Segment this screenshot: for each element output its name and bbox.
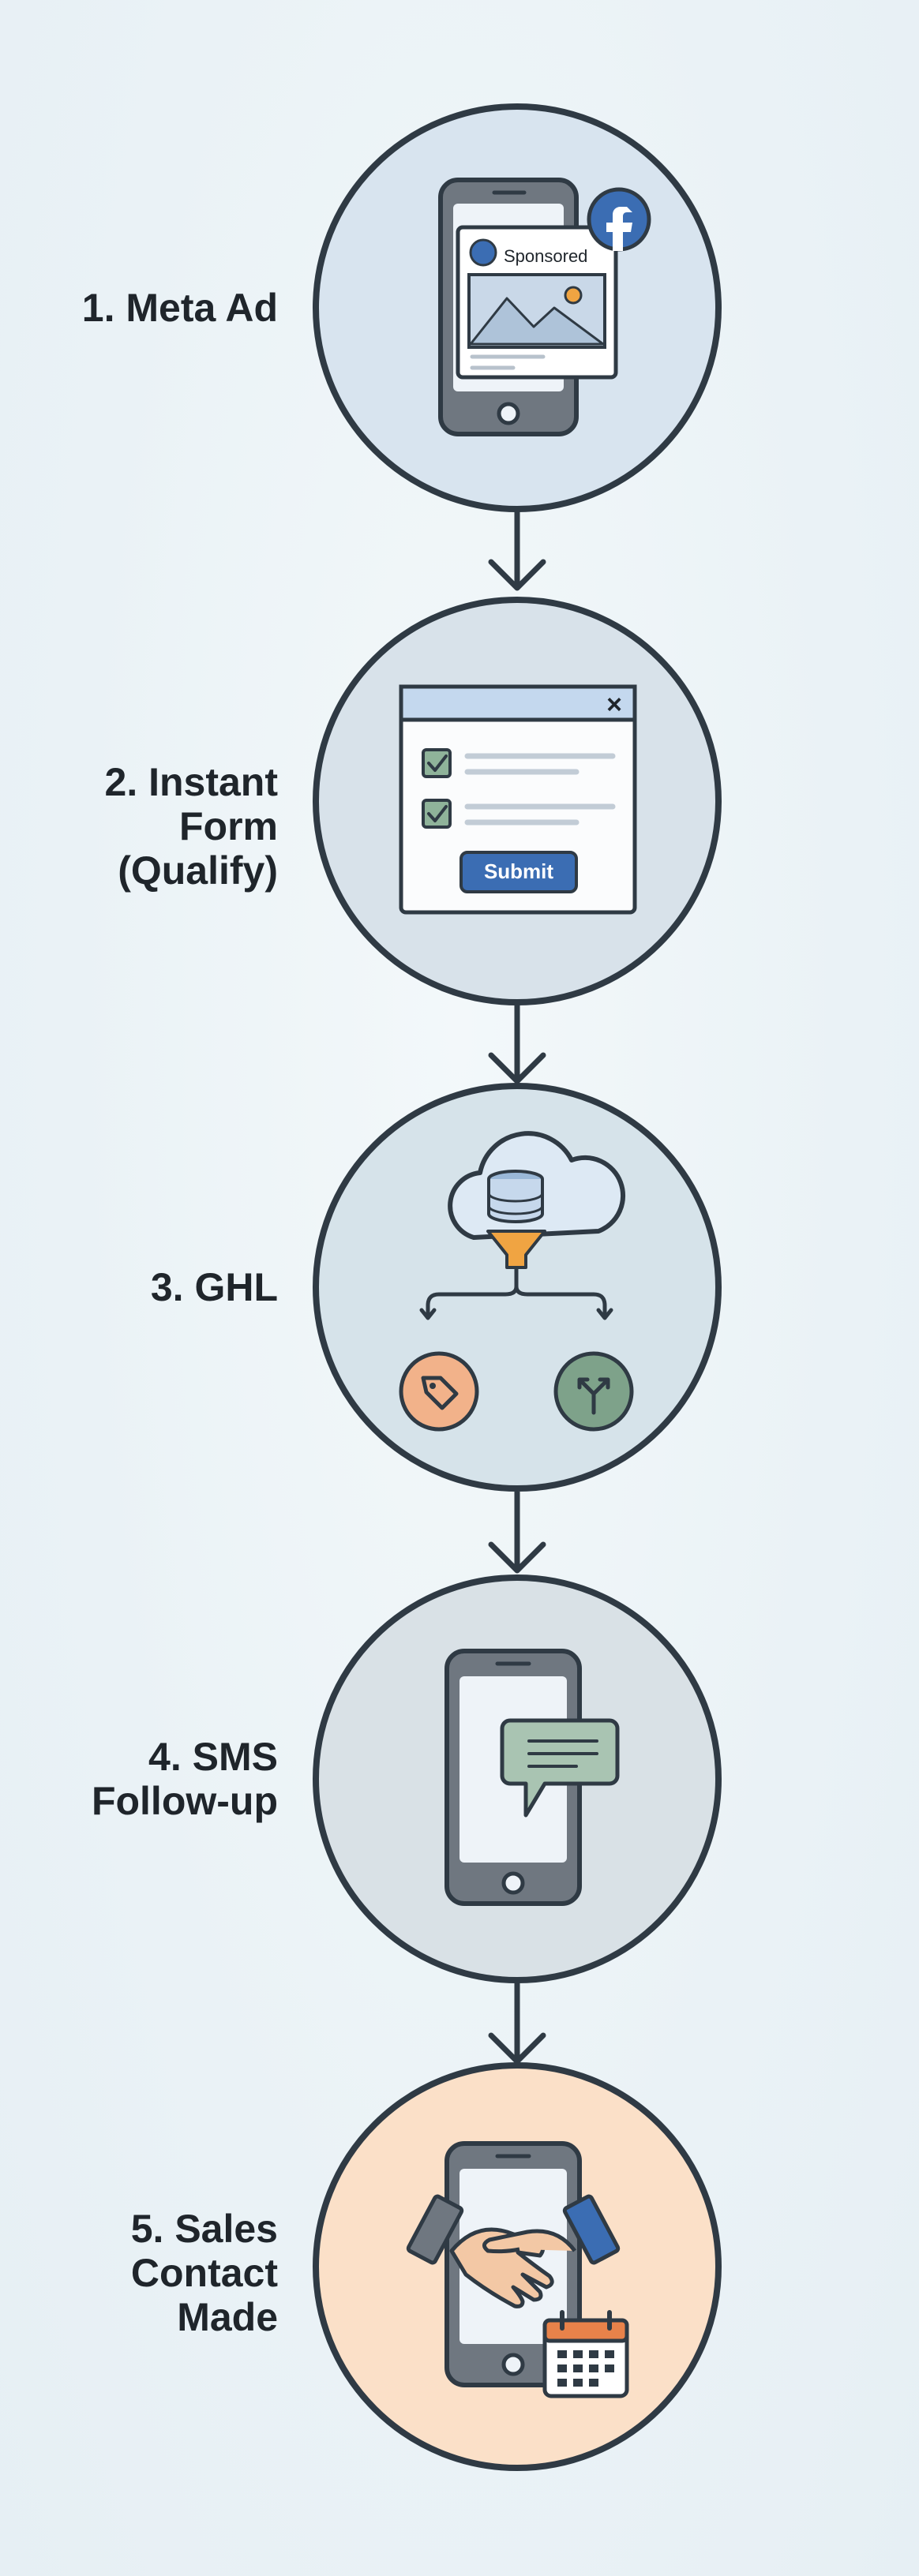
- submit-label: Submit: [484, 859, 553, 883]
- step-2-label-line-3: (Qualify): [118, 848, 278, 893]
- step-4-label: 4. SMS Follow-up: [0, 1735, 278, 1823]
- step-1-label: 1. Meta Ad: [0, 286, 278, 330]
- step-2-label-line-2: Form: [179, 804, 278, 848]
- instant-form-icon: × Submit: [399, 684, 637, 915]
- meta-ad-phone-icon: Sponsored: [438, 178, 651, 436]
- checkbox-1[interactable]: [422, 748, 452, 778]
- step-3-node: [313, 1083, 722, 1492]
- step-5-label-line-3: Made: [177, 2295, 278, 2339]
- step-1-label-line-1: 1. Meta Ad: [81, 286, 278, 330]
- connector-1-2: [488, 509, 546, 591]
- step-3-label-line-1: 3. GHL: [150, 1265, 278, 1309]
- step-4-node: [313, 1574, 722, 1983]
- handshake-calendar-icon: [406, 2141, 629, 2398]
- step-5-label: 5. Sales Contact Made: [0, 2207, 278, 2339]
- close-icon[interactable]: ×: [606, 690, 622, 720]
- step-2-node: × Submit: [313, 597, 722, 1005]
- connector-2-3: [488, 1001, 546, 1084]
- step-5-node: [313, 2062, 722, 2471]
- step-2-label-line-1: 2. Instant: [104, 760, 278, 804]
- step-4-label-line-2: Follow-up: [91, 1779, 278, 1823]
- step-1-node: Sponsored: [313, 103, 722, 512]
- step-2-label: 2. Instant Form (Qualify): [0, 760, 278, 893]
- connector-4-5: [488, 1983, 546, 2065]
- calendar-icon: [542, 2310, 629, 2398]
- sponsored-badge: Sponsored: [504, 246, 587, 266]
- step-5-label-line-2: Contact: [130, 2251, 278, 2295]
- sms-phone-icon: [444, 1649, 620, 1906]
- checkbox-2[interactable]: [422, 799, 452, 829]
- tag-icon: [399, 1351, 479, 1432]
- step-3-label: 3. GHL: [0, 1265, 278, 1309]
- facebook-icon: [587, 187, 651, 252]
- chat-bubble-icon: [500, 1718, 620, 1818]
- ghl-cloud-funnel-icon: [399, 1131, 634, 1432]
- branch-icon: [553, 1351, 634, 1432]
- submit-button[interactable]: Submit: [460, 851, 578, 893]
- step-5-label-line-1: 5. Sales: [130, 2207, 278, 2251]
- step-4-label-line-1: 4. SMS: [148, 1735, 278, 1779]
- connector-3-4: [488, 1492, 546, 1574]
